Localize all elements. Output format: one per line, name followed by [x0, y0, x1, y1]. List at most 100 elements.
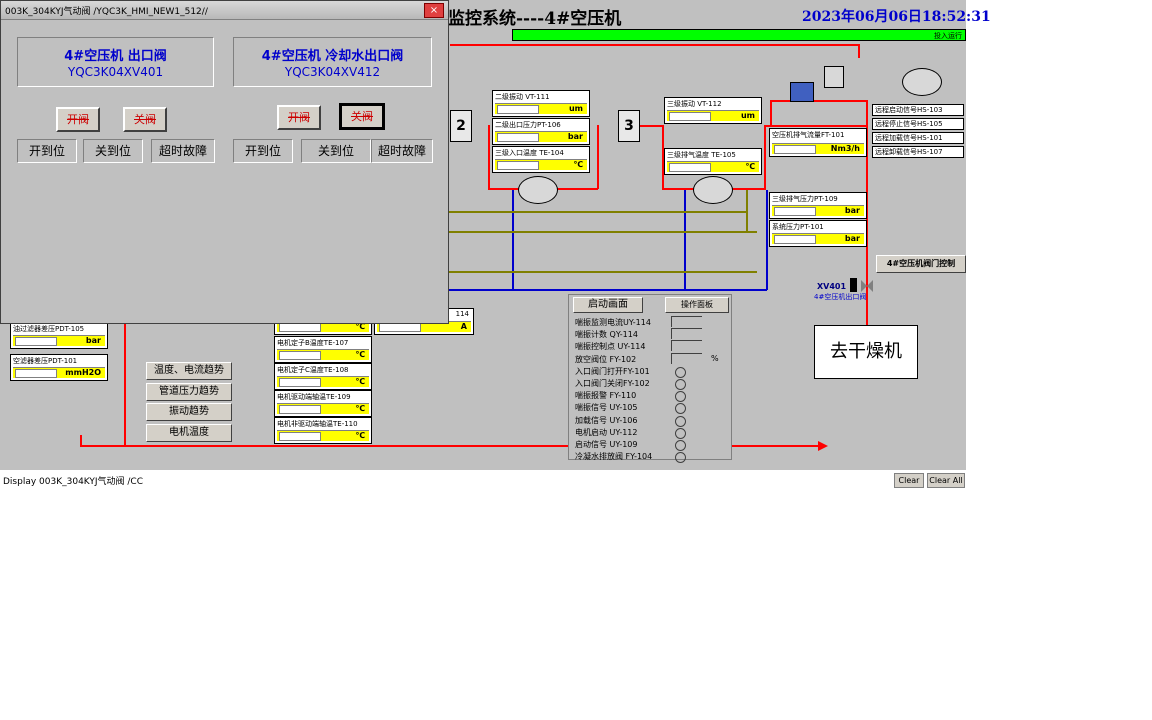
- status-list-label: 喘振报警 FY-110: [575, 391, 637, 401]
- valve-control-button[interactable]: 4#空压机阀门控制: [876, 255, 966, 273]
- syspress-display: 系统压力PT-101 bar: [769, 220, 867, 247]
- valve2-info: 4#空压机 冷却水出口阀 YQC3K04XV412: [233, 37, 432, 87]
- oilfilter-display: 油过滤器差压PDT-105 bar: [10, 322, 108, 349]
- pipe-blue: [512, 190, 514, 290]
- pipe-red: [80, 435, 82, 447]
- status-indicator-icon: [675, 379, 686, 390]
- panel-icon: [824, 66, 844, 88]
- valve2-open-status: 开到位: [233, 139, 293, 163]
- status-list-label: 冷凝水排放阀 FY-104: [575, 452, 653, 462]
- signal-remote-start: 远程启动信号HS-103: [872, 104, 964, 116]
- status-list-label: 入口阀门打开FY-101: [575, 366, 650, 376]
- valve2-close-button[interactable]: 关阀: [339, 103, 385, 130]
- pipe-red: [662, 125, 664, 189]
- pipe-red: [866, 100, 868, 325]
- status-list-label: 启动信号 UY-109: [575, 440, 638, 449]
- bearing-drive-display: 电机驱动端轴温TE-109 ℃: [274, 390, 372, 417]
- valve-desc: 4#空压机出口阀: [814, 293, 867, 301]
- signal-remote-unload: 远程卸载信号HS-107: [872, 146, 964, 158]
- status-indicator-icon: [675, 391, 686, 403]
- pipe-olive: [447, 271, 757, 273]
- tank-icon: [902, 68, 942, 96]
- scada-canvas: 监控系统----4#空压机 2023年06月06日18:52:31 投入运行 2…: [0, 0, 991, 470]
- valve-popup-window[interactable]: 003K_304KYJ气动阀 /YQC3K_HMI_NEW1_512// × 4…: [0, 0, 449, 324]
- datetime-display: 2023年06月06日18:52:31: [802, 9, 991, 25]
- status-list-label: 加载信号 UY-106: [575, 415, 638, 425]
- transmitter-icon: [790, 82, 814, 102]
- temp3out-display: 三级排气温度 TE-105 ℃: [664, 148, 762, 175]
- press3-display: 三级排气压力PT-109 bar: [769, 192, 867, 219]
- valve2-close-status: 关到位: [301, 139, 371, 163]
- pipe-olive: [447, 211, 747, 213]
- status-indicator-icon: [675, 452, 686, 464]
- status-list-label: 喘振计数 QY-114: [575, 330, 638, 340]
- close-icon[interactable]: ×: [424, 3, 444, 18]
- popup-title-bar[interactable]: 003K_304KYJ气动阀 /YQC3K_HMI_NEW1_512// ×: [1, 1, 448, 20]
- aftercooler-icon: [693, 176, 733, 204]
- status-bar-text: Display 003K_304KYJ气动阀 /CC: [3, 477, 143, 487]
- valve1-info: 4#空压机 出口阀 YQC3K04XV401: [17, 37, 214, 87]
- pipe-red: [80, 445, 820, 447]
- pipe-blue: [684, 190, 686, 290]
- stator-b-display: 电机定子B温度TE-107 ℃: [274, 336, 372, 363]
- valve1-close-status: 关到位: [83, 139, 143, 163]
- pipe-red: [597, 125, 599, 189]
- status-list-label: 喘振信号 UY-105: [575, 403, 638, 413]
- valve1-close-button[interactable]: 关阀: [123, 107, 167, 132]
- intercooler-icon: [518, 176, 558, 204]
- status-indicator-icon: [675, 403, 686, 415]
- clear-all-button[interactable]: Clear All: [927, 473, 965, 488]
- valve-body-icon[interactable]: [861, 280, 873, 292]
- status-indicator-icon: [675, 427, 686, 439]
- vib3-display: 三级振动 VT-112 um: [664, 97, 762, 124]
- trend-pressure-button[interactable]: 管道压力趋势: [146, 383, 232, 401]
- op-panel-button[interactable]: 操作面板: [665, 297, 729, 313]
- signal-remote-stop: 远程停止信号HS-105: [872, 118, 964, 130]
- valve2-name: 4#空压机 冷却水出口阀: [261, 49, 404, 64]
- stator-c-display: 电机定子C温度TE-108 ℃: [274, 363, 372, 390]
- status-indicator-icon: [675, 366, 686, 378]
- pipe-olive: [447, 231, 757, 233]
- clear-button[interactable]: Clear: [894, 473, 924, 488]
- status-value-box: [671, 352, 702, 364]
- flow-display: 空压机排气流量FT-101 Nm3/h: [769, 128, 867, 157]
- page-title: 监控系统----4#空压机: [448, 9, 622, 29]
- status-panel: 启动画面 操作面板 喘振监测电流UY-114 喘振计数 QY-114 喘振控制点 U…: [568, 294, 732, 464]
- start-screen-button[interactable]: 启动画面: [573, 297, 643, 313]
- compressor-stage-2: 2: [450, 110, 472, 142]
- status-list-label: 喘振监测电流UY-114: [575, 318, 651, 327]
- valve-actuator-icon[interactable]: [850, 278, 857, 292]
- pipe-red: [488, 125, 490, 189]
- pipe-red: [450, 44, 860, 46]
- valve1-open-button[interactable]: 开阀: [56, 107, 100, 132]
- status-indicator-icon: [675, 440, 686, 451]
- valve-tag: XV401: [817, 282, 847, 291]
- status-list-label: 入口阀门关闭FY-102: [575, 379, 650, 388]
- popup-title: 003K_304KYJ气动阀 /YQC3K_HMI_NEW1_512//: [5, 7, 208, 17]
- valve1-name: 4#空压机 出口阀: [64, 49, 167, 64]
- status-unit: %: [711, 353, 719, 363]
- pipe-red: [640, 125, 664, 127]
- press2-display: 二级出口压力PT-106 bar: [492, 118, 590, 145]
- airfilter-display: 空滤器差压PDT-101 mmH2O: [10, 354, 108, 381]
- pipe-red: [766, 125, 866, 127]
- motor-temp-button[interactable]: 电机温度: [146, 424, 232, 442]
- pipe-red: [764, 125, 766, 189]
- trend-temp-button[interactable]: 温度、电流趋势: [146, 362, 232, 380]
- status-value-box: [671, 316, 702, 327]
- signal-remote-load: 远程加载信号HS-101: [872, 132, 964, 144]
- pipe-red: [124, 322, 126, 445]
- status-list-label: 放空阀位 FY-102: [575, 354, 637, 364]
- pipe-red: [858, 44, 860, 58]
- status-list-label: 喘振控制点 UY-114: [575, 342, 646, 352]
- trend-vibration-button[interactable]: 振动趋势: [146, 403, 232, 421]
- valve1-tag: YQC3K04XV401: [67, 65, 164, 79]
- pipe-olive: [746, 190, 748, 232]
- vib2-display: 二级振动 VT-111 um: [492, 90, 590, 117]
- valve1-open-status: 开到位: [17, 139, 77, 163]
- status-indicator-icon: [675, 415, 686, 427]
- valve2-open-button[interactable]: 开阀: [277, 105, 321, 130]
- run-status-label: 投入运行: [934, 32, 962, 40]
- status-list-label: 电机启动 UY-112: [575, 427, 638, 437]
- pipe-red: [770, 100, 772, 126]
